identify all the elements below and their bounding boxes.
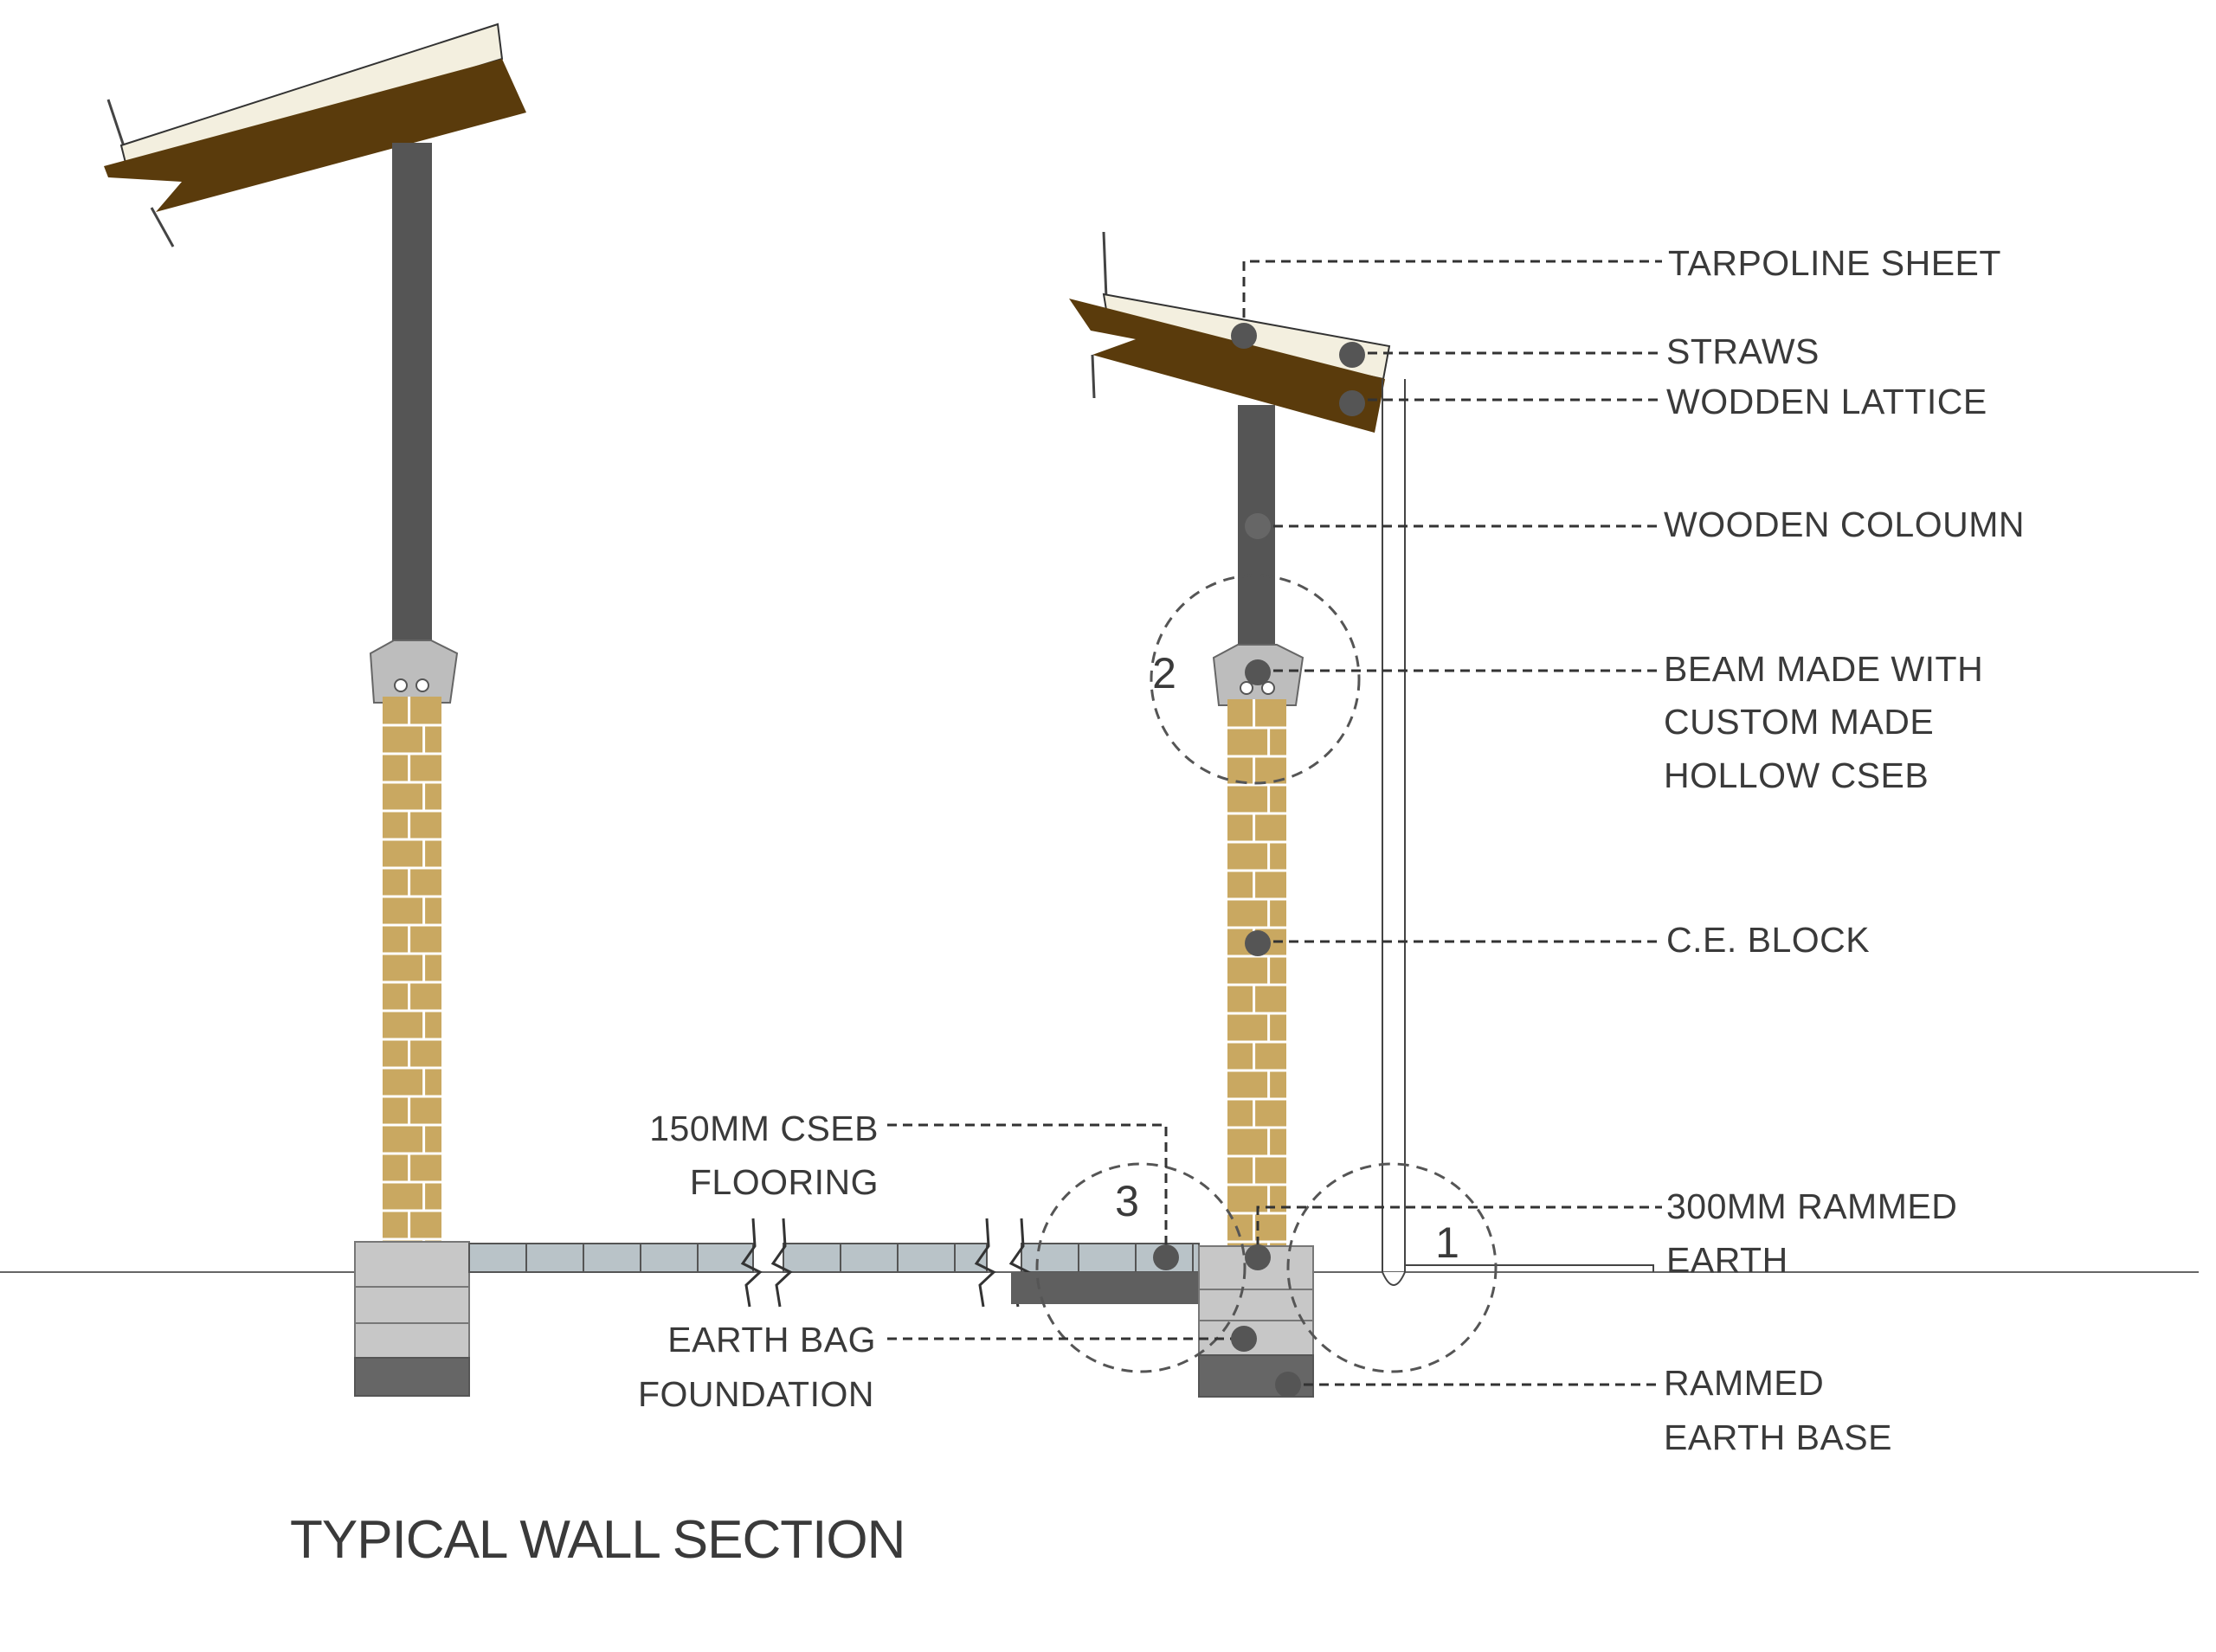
dot-rammed-earth [1245,1244,1271,1270]
left-wooden-lattice [104,59,526,212]
dot-straws [1339,342,1365,368]
leader-lines [887,260,1662,1386]
drawing-title: TYPICAL WALL SECTION [290,1510,905,1570]
label-wooden-column: WOODEN COLOUMN [1664,505,2025,544]
label-foundation-line2: FOUNDATION [638,1374,874,1414]
dot-column [1245,513,1271,539]
left-roof [104,22,526,247]
detail-number-2: 2 [1152,649,1176,697]
dot-foundation [1231,1326,1257,1352]
detail-circle-2 [1150,574,1361,785]
dot-beam [1245,659,1271,685]
label-beam-line2: CUSTOM MADE [1664,702,1934,742]
floor-slab [1011,1272,1199,1304]
label-tarpoline-sheet: TARPOLINE SHEET [1668,243,2001,283]
label-ce-block: C.E. BLOCK [1666,920,1870,960]
detail-number-1: 1 [1435,1218,1459,1267]
label-straws: STRAWS [1666,331,1820,371]
label-beam-line1: BEAM MADE WITH [1664,649,1983,689]
label-beam-line3: HOLLOW CSEB [1664,755,1929,795]
leader-dots [1153,323,1365,1398]
left-ce-block-column [383,697,441,1242]
label-base-line2: EARTH BASE [1664,1417,1892,1457]
detail-circle-1 [1286,1162,1498,1373]
detail-number-3: 3 [1115,1177,1139,1225]
left-rammed-earth-base [354,1357,470,1397]
dot-lattice [1339,390,1365,416]
cseb-flooring [468,1218,1200,1308]
dot-flooring [1153,1244,1179,1270]
right-wooden-lattice [1069,299,1385,433]
label-rammed-earth-line2: EARTH [1666,1240,1788,1280]
dot-tarpoline [1231,323,1257,349]
detail-circle-3 [1035,1162,1246,1373]
label-flooring-line1: 150MM CSEB [649,1109,879,1148]
left-wooden-column [392,143,432,645]
label-flooring-line2: FLOORING [690,1162,879,1202]
left-wall [104,22,526,1397]
label-base-line1: RAMMED [1664,1363,1824,1403]
left-beam-cap [369,640,459,704]
dot-ceblock [1245,930,1271,956]
label-foundation-line1: EARTH BAG [667,1320,876,1360]
label-wooden-lattice: WODDEN LATTICE [1666,382,1987,421]
dot-base [1275,1372,1301,1398]
label-rammed-earth-line1: 300MM RAMMED [1666,1186,1957,1226]
